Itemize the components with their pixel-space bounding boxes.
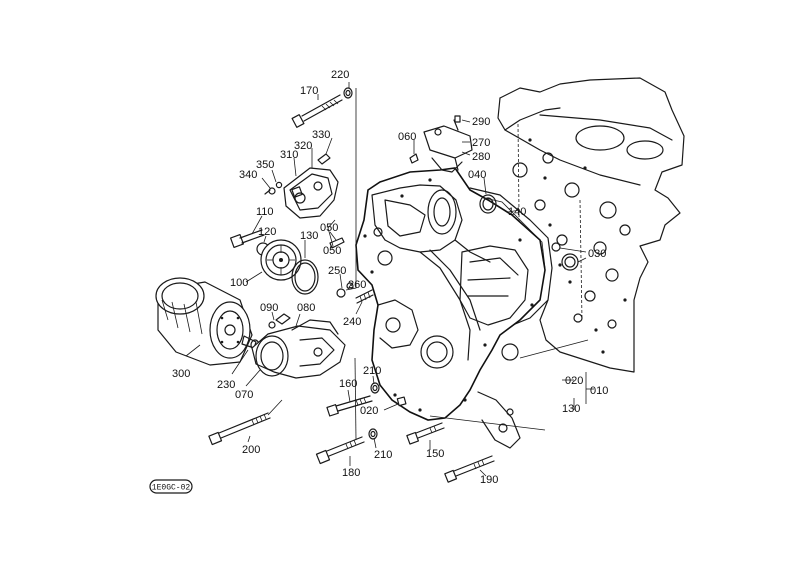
top-plate-assembly xyxy=(423,115,497,214)
bolt-190 xyxy=(444,455,495,483)
callout-090: 090 xyxy=(260,302,278,314)
callout-200: 200 xyxy=(242,444,260,456)
callout-160: 160 xyxy=(339,378,357,390)
bolt-180 xyxy=(315,436,365,465)
callout-100: 100 xyxy=(230,277,248,289)
callout-230: 230 xyxy=(217,379,235,391)
callout-250: 250 xyxy=(328,265,346,277)
leader-lines xyxy=(185,82,594,477)
nut-020 xyxy=(396,396,407,407)
callout-340: 340 xyxy=(239,169,257,181)
callout-labels: 220 170 320 330 310 350 340 110 120 130 … xyxy=(172,69,608,486)
callout-280: 280 xyxy=(472,151,490,163)
callout-150: 150 xyxy=(426,448,444,460)
callout-080: 080 xyxy=(297,302,315,314)
callout-260: 260 xyxy=(348,279,366,291)
oil-pump-cover xyxy=(264,153,339,219)
callout-180: 180 xyxy=(342,467,360,479)
bolt-150 xyxy=(406,422,445,445)
oil-filter xyxy=(155,277,260,366)
callout-050-upper: 050 xyxy=(320,222,338,234)
callout-060: 060 xyxy=(398,131,416,143)
block-studs xyxy=(528,138,627,354)
callout-030: 030 xyxy=(588,248,606,260)
small-parts xyxy=(329,153,419,304)
callout-330: 330 xyxy=(312,129,330,141)
bolt-160 xyxy=(326,395,373,417)
callout-270: 270 xyxy=(472,137,490,149)
callout-130-lower: 130 xyxy=(562,403,580,415)
callout-140: 140 xyxy=(508,206,526,218)
block-holes xyxy=(512,152,631,329)
bolt-200 xyxy=(208,412,271,446)
callout-070: 070 xyxy=(235,389,253,401)
filter-base xyxy=(251,313,346,379)
fan-pulley xyxy=(229,229,319,295)
callout-020-right: 020 xyxy=(565,375,583,387)
stamp-code: 1E0GC-02 xyxy=(152,484,191,493)
callout-050-lower: 050 xyxy=(323,245,341,257)
callout-190: 190 xyxy=(480,474,498,486)
callout-020-left: 020 xyxy=(360,405,378,417)
callout-240: 240 xyxy=(343,316,361,328)
callout-010: 010 xyxy=(590,385,608,397)
callout-040: 040 xyxy=(468,169,486,181)
callout-110: 110 xyxy=(256,206,274,218)
washer-210 xyxy=(368,382,380,440)
callout-310: 310 xyxy=(280,149,298,161)
callout-350: 350 xyxy=(256,159,274,171)
callout-300: 300 xyxy=(172,368,190,380)
gear-case xyxy=(355,167,546,449)
callout-130-upper: 130 xyxy=(300,230,318,242)
bolt-170 xyxy=(291,87,353,128)
o-ring-030 xyxy=(551,242,579,271)
callout-210-lower: 210 xyxy=(374,449,392,461)
callout-220: 220 xyxy=(331,69,349,81)
callout-120: 120 xyxy=(258,226,276,238)
case-bolt-heads xyxy=(363,178,534,412)
reference-stamp: 1E0GC-02 xyxy=(149,479,193,494)
callout-170: 170 xyxy=(300,85,318,97)
callout-210-upper: 210 xyxy=(363,365,381,377)
callout-290: 290 xyxy=(472,116,490,128)
callout-320: 320 xyxy=(294,140,312,152)
engine-block xyxy=(497,77,685,373)
